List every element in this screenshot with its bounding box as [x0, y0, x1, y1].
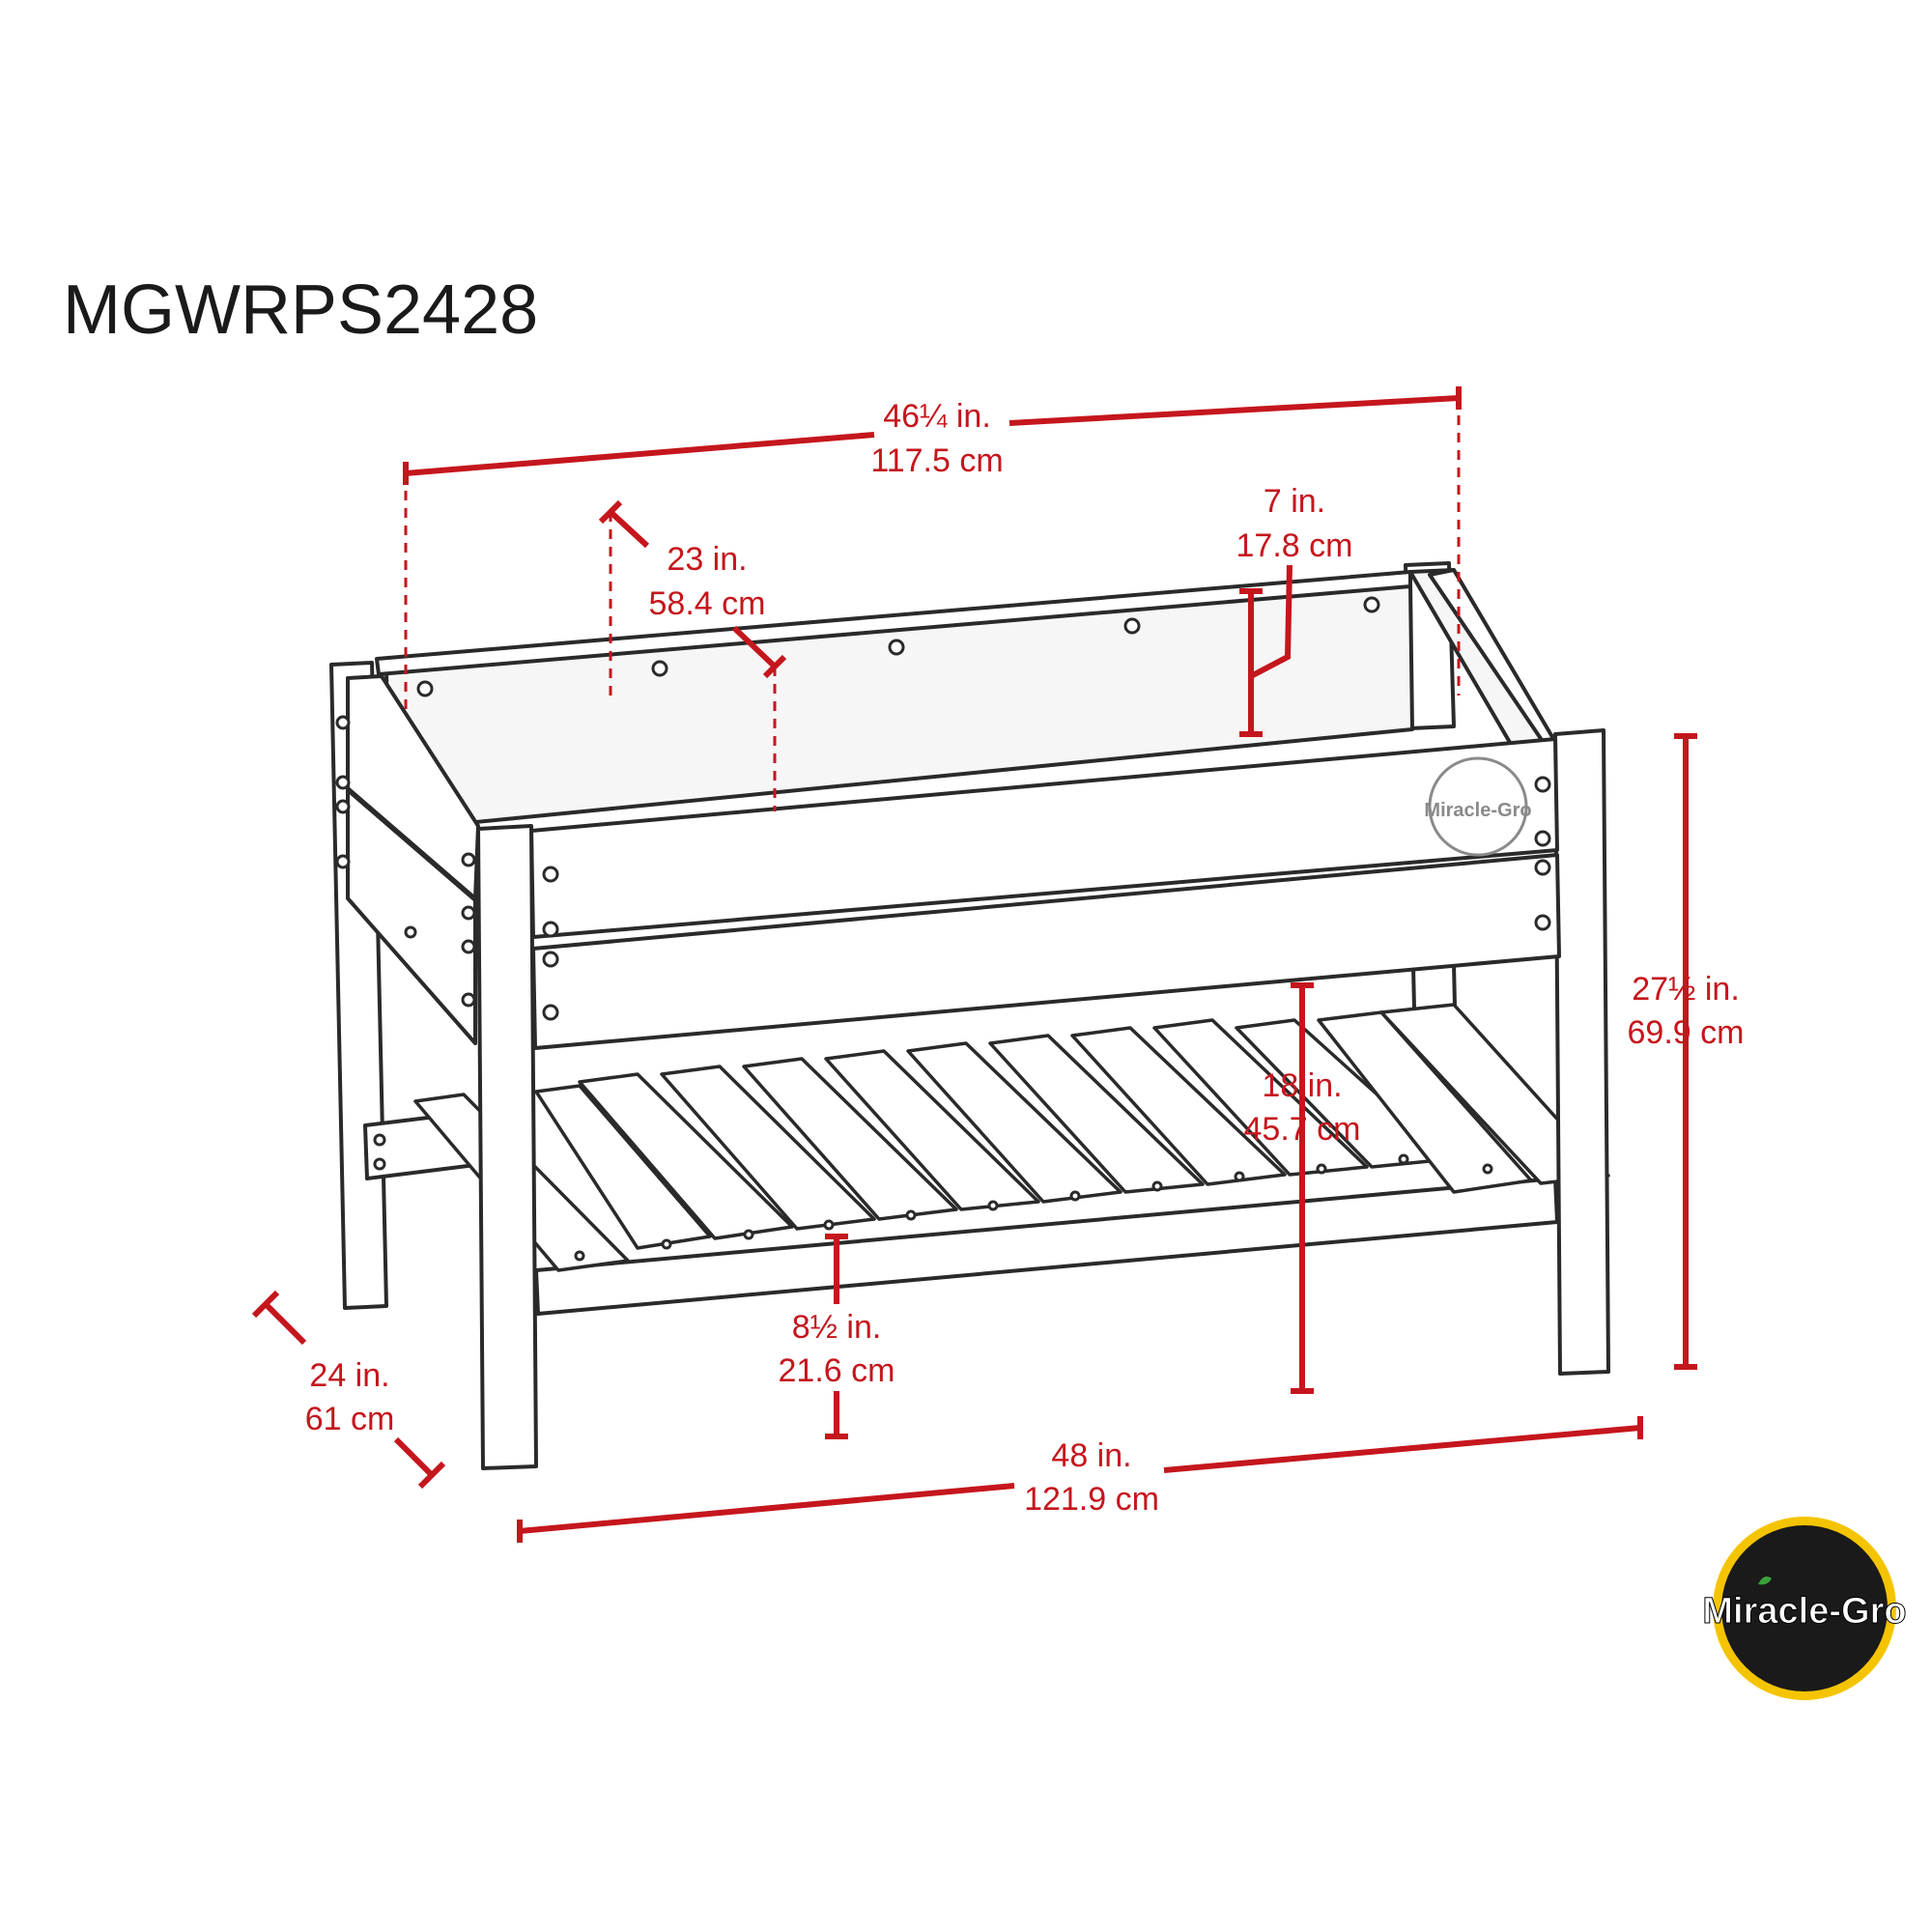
brand-badge: Miracle-Gro — [1702, 1517, 1907, 1700]
embossed-logo: Miracle-Gro — [1424, 756, 1532, 857]
box-back-rim — [375, 570, 1412, 676]
shelf-slats — [413, 1003, 1610, 1272]
brand-badge-fill — [1721, 1525, 1888, 1691]
top-length-imperial: 46¼ in. — [883, 398, 991, 435]
dimension-lines — [251, 386, 1697, 1543]
shelf-height-metric: 21.6 cm — [779, 1352, 895, 1389]
total-length-imperial: 48 in. — [1051, 1437, 1131, 1474]
back-wall-screws — [416, 596, 1380, 697]
brand-badge-text: Miracle-Gro — [1702, 1591, 1906, 1632]
embossed-logo-text: Miracle-Gro — [1424, 800, 1531, 821]
inner-width-metric: 58.4 cm — [649, 585, 766, 622]
bed-depth-metric: 17.8 cm — [1236, 527, 1353, 564]
total-length-metric: 121.9 cm — [1024, 1481, 1159, 1518]
left-side-screws — [335, 715, 476, 1008]
front-left-leg — [476, 824, 538, 1470]
leaf-icon — [1758, 1577, 1772, 1585]
planter-illustration: Miracle-Gro — [329, 561, 1610, 1470]
front-right-leg — [1553, 728, 1610, 1376]
bed-clearance-imperial: 18 in. — [1262, 1067, 1342, 1104]
bed-clearance-metric: 45.7 cm — [1244, 1111, 1361, 1148]
depth-metric: 61 cm — [305, 1401, 395, 1437]
dimension-labels: 46¼ in. 117.5 cm 23 in. 58.4 cm 7 in. 17… — [305, 398, 1745, 1518]
bed-depth-imperial: 7 in. — [1264, 483, 1325, 520]
total-height-imperial: 27½ in. — [1632, 971, 1740, 1008]
top-length-metric: 117.5 cm — [870, 442, 1003, 479]
depth-imperial: 24 in. — [309, 1357, 389, 1394]
model-number: MGWRPS2428 — [63, 271, 538, 349]
inner-width-imperial: 23 in. — [667, 541, 747, 578]
front-panel-screws — [542, 776, 1551, 1021]
total-height-metric: 69.9 cm — [1628, 1014, 1745, 1051]
shelf-height-imperial: 8½ in. — [792, 1309, 882, 1346]
